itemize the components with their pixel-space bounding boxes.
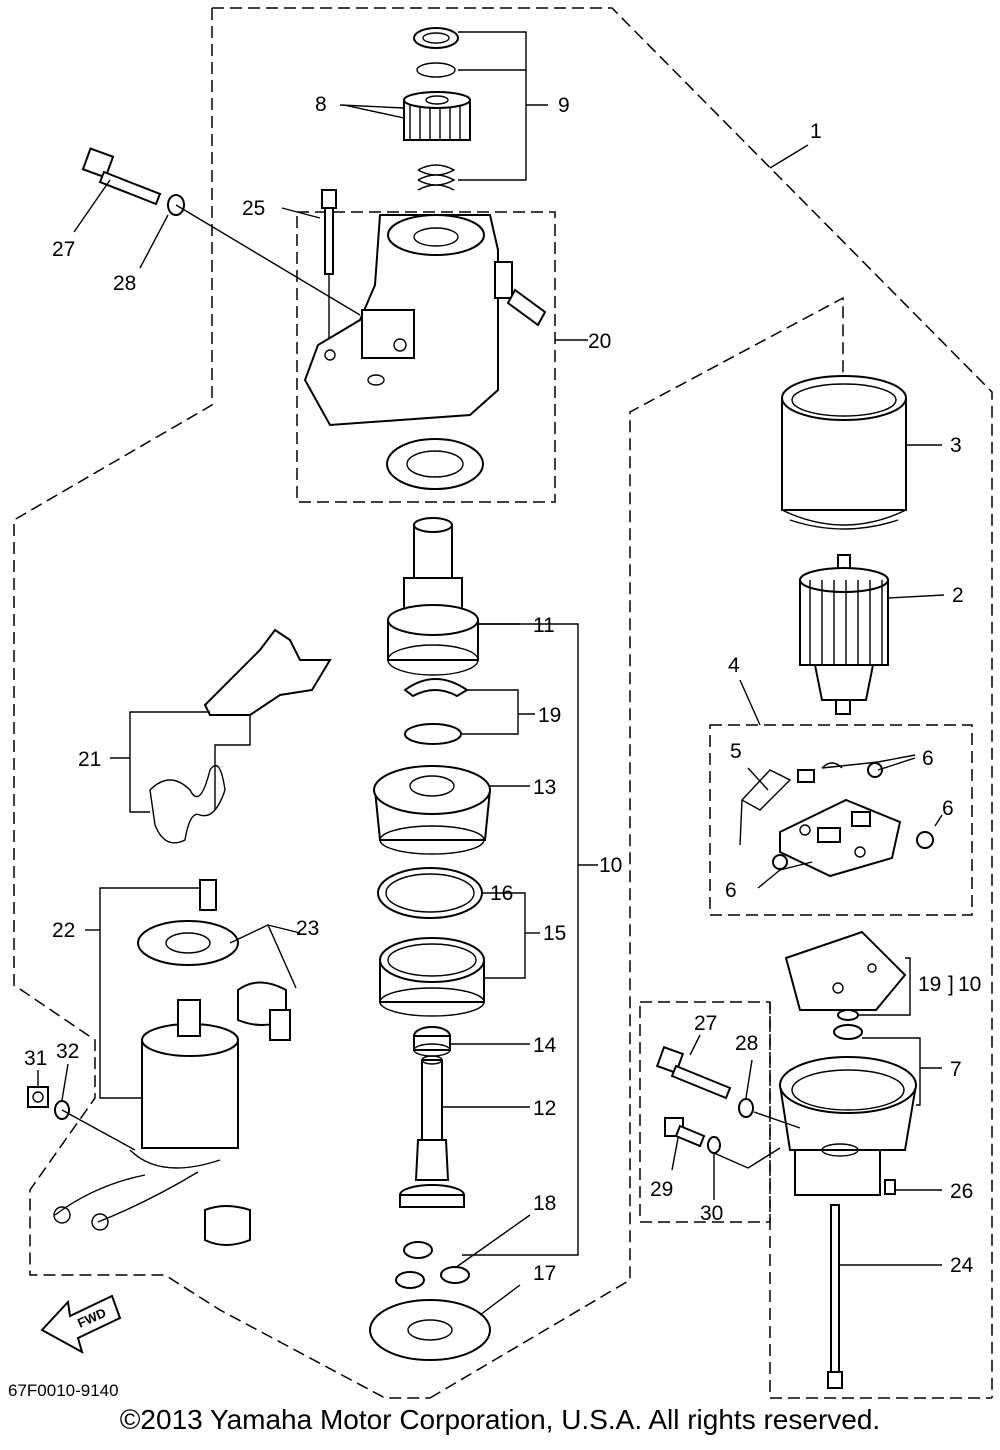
label-part-6c: 6 bbox=[725, 879, 737, 902]
clips-19 bbox=[403, 678, 469, 745]
label-part-23: 23 bbox=[296, 917, 319, 940]
end-plate bbox=[784, 930, 907, 1021]
ring-16 bbox=[377, 867, 483, 919]
label-part-9: 9 bbox=[558, 94, 570, 117]
label-part-17: 17 bbox=[533, 1262, 556, 1285]
lever-21 bbox=[149, 628, 332, 844]
bolt-27-top bbox=[81, 147, 185, 216]
brush-holder-4 bbox=[739, 762, 934, 878]
label-part-20: 20 bbox=[588, 330, 611, 353]
label-part-21: 21 bbox=[78, 748, 101, 771]
label-part-8: 8 bbox=[315, 93, 327, 116]
assembly-outline-20 bbox=[296, 211, 556, 503]
label-part-5: 5 bbox=[730, 740, 742, 763]
washer-17 bbox=[369, 1299, 491, 1361]
label-part-6a: 6 bbox=[922, 747, 934, 770]
bolt-27-right bbox=[655, 1045, 754, 1118]
copyright-notice: ©2013 Yamaha Motor Corporation, U.S.A. A… bbox=[119, 1404, 881, 1435]
internal-gear-15 bbox=[379, 937, 485, 1017]
label-part-13: 13 bbox=[533, 776, 556, 799]
fwd-arrow: FWD bbox=[40, 1294, 122, 1355]
label-part-3: 3 bbox=[950, 434, 962, 457]
label-part-7: 7 bbox=[950, 1058, 962, 1081]
label-part-29: 29 bbox=[650, 1178, 673, 1201]
label-part-10a: 10 bbox=[599, 854, 622, 877]
part-labels: 1 2 3 4 5 6 6 6 7 8 9 10 10 11 12 13 14 … bbox=[24, 93, 981, 1285]
label-part-14: 14 bbox=[533, 1034, 557, 1057]
planetary-gears-18 bbox=[395, 1241, 470, 1289]
assembly-outline-4 bbox=[709, 724, 973, 916]
bushing-14 bbox=[413, 1026, 451, 1057]
rear-cover-7 bbox=[778, 1024, 918, 1196]
pinion-group bbox=[403, 27, 471, 191]
pinion-shaft-11 bbox=[387, 517, 479, 676]
label-part-11: 11 bbox=[533, 614, 555, 637]
drive-shaft-12 bbox=[399, 1055, 465, 1208]
bolt-29 bbox=[664, 1117, 721, 1154]
plunger-23 bbox=[237, 981, 291, 1041]
assembly-outline-24 bbox=[769, 1002, 992, 1399]
through-bolt-24 bbox=[827, 1204, 843, 1389]
label-part-10b: 10 bbox=[958, 973, 981, 996]
label-part-27a: 27 bbox=[52, 238, 75, 261]
label-part-25: 25 bbox=[242, 197, 265, 220]
label-part-30: 30 bbox=[700, 1202, 723, 1225]
armature-2 bbox=[799, 554, 889, 715]
solenoid-22 bbox=[53, 879, 251, 1246]
label-part-1: 1 bbox=[810, 120, 822, 143]
label-part-32: 32 bbox=[56, 1040, 79, 1063]
assembly-outline-left bbox=[13, 8, 430, 1399]
label-part-28b: 28 bbox=[735, 1032, 758, 1055]
housing-20 bbox=[303, 214, 547, 490]
bolt-25 bbox=[321, 189, 337, 275]
label-part-28a: 28 bbox=[113, 272, 136, 295]
label-part-12: 12 bbox=[533, 1097, 556, 1120]
label-part-4: 4 bbox=[728, 654, 740, 677]
label-part-24: 24 bbox=[950, 1254, 974, 1277]
label-part-26: 26 bbox=[950, 1180, 973, 1203]
gear-housing-13 bbox=[373, 765, 492, 855]
diagram-code: 67F0010-9140 bbox=[8, 1381, 119, 1400]
label-part-31: 31 bbox=[24, 1047, 47, 1070]
label-part-27b: 27 bbox=[694, 1012, 717, 1035]
yoke-3 bbox=[781, 375, 907, 530]
label-part-18: 18 bbox=[533, 1192, 556, 1215]
label-part-16: 16 bbox=[490, 882, 513, 905]
label-part-22: 22 bbox=[52, 919, 75, 942]
label-part-19a: 19 bbox=[538, 704, 561, 727]
label-part-15: 15 bbox=[543, 922, 566, 945]
assembly-outline-10 bbox=[429, 296, 844, 1399]
assembly-outline-1 bbox=[212, 7, 993, 1398]
label-bracket-19-10: ] bbox=[948, 973, 954, 996]
label-part-19b: 19 bbox=[918, 973, 941, 996]
label-part-2: 2 bbox=[952, 584, 964, 607]
label-part-6b: 6 bbox=[942, 797, 954, 820]
leader-lines bbox=[37, 31, 945, 1316]
nut-31 bbox=[27, 1086, 49, 1108]
